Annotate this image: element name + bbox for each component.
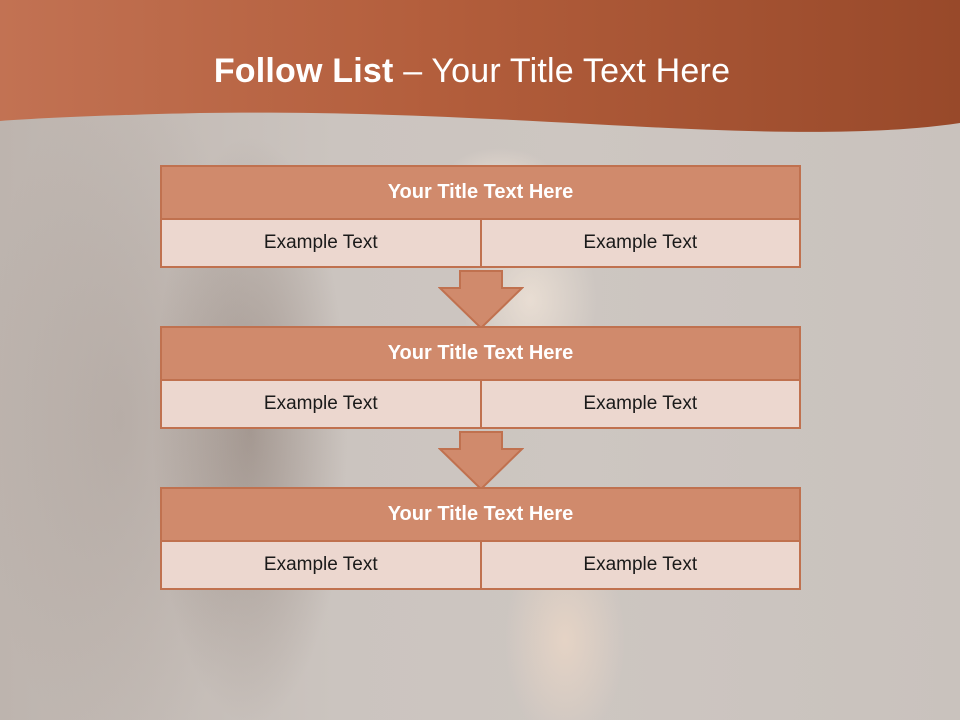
block-cell-right[interactable]: Example Text <box>479 218 801 268</box>
block-title[interactable]: Your Title Text Here <box>160 165 801 220</box>
block-cell-left[interactable]: Example Text <box>160 218 482 268</box>
block-cell-left[interactable]: Example Text <box>160 379 482 429</box>
block-cell-right[interactable]: Example Text <box>479 379 801 429</box>
block-title[interactable]: Your Title Text Here <box>160 487 801 542</box>
down-arrow-icon <box>438 270 524 330</box>
slide-title: Follow List – Your Title Text Here <box>0 52 944 91</box>
block-row: Example Text Example Text <box>160 218 801 268</box>
block-cell-right[interactable]: Example Text <box>479 540 801 590</box>
block-row: Example Text Example Text <box>160 540 801 590</box>
block-title[interactable]: Your Title Text Here <box>160 326 801 381</box>
block-cell-left[interactable]: Example Text <box>160 540 482 590</box>
slide-title-rest: – Your Title Text Here <box>393 52 731 90</box>
header-band <box>0 0 960 132</box>
block-row: Example Text Example Text <box>160 379 801 429</box>
slide-title-bold: Follow List <box>213 52 394 90</box>
list-block-1: Your Title Text Here Example Text Exampl… <box>160 165 801 268</box>
down-arrow-icon <box>438 431 524 491</box>
list-block-3: Your Title Text Here Example Text Exampl… <box>160 487 801 590</box>
list-block-2: Your Title Text Here Example Text Exampl… <box>160 326 801 429</box>
